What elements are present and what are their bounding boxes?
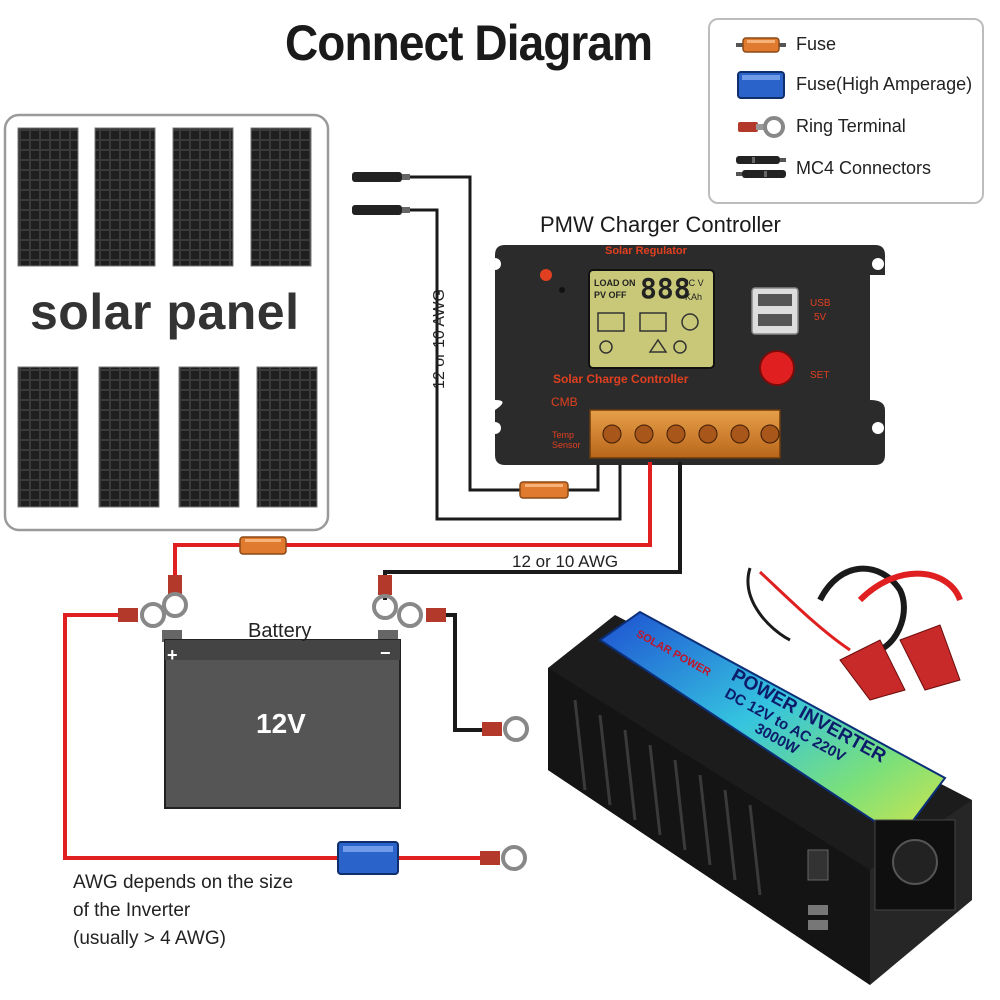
controller-heading: PMW Charger Controller <box>540 212 781 237</box>
legend-item-high-fuse: Fuse(High Amperage) <box>710 68 982 102</box>
legend-item-mc4: MC4 Connectors <box>710 152 982 186</box>
mc4-connector-icon <box>352 172 410 215</box>
set-label: SET <box>810 370 830 381</box>
note-line-3: (usually > 4 AWG) <box>73 928 226 949</box>
note-line-1: AWG depends on the size <box>73 872 294 893</box>
note-line-2: of the Inverter <box>73 900 191 921</box>
legend-label: Ring Terminal <box>796 116 906 136</box>
ring-terminals <box>118 575 529 871</box>
fuse-icon <box>239 536 287 555</box>
legend-item-fuse: Fuse <box>710 28 982 62</box>
ring-terminal-icon <box>372 575 398 620</box>
solar-panel <box>3 113 330 532</box>
ring-terminal-icon <box>482 716 529 742</box>
solar-panel-label: solar panel <box>30 284 300 340</box>
usb-label: USB <box>810 298 831 309</box>
fuse-icon <box>519 481 569 499</box>
lcd-digits: 888 <box>640 272 691 305</box>
pv-wires <box>352 172 622 521</box>
battery <box>162 630 401 809</box>
mc4-connector-icon <box>736 156 786 178</box>
temp-sensor-label: Temp Sensor <box>552 430 581 450</box>
legend-label: Fuse(High Amperage) <box>796 74 973 94</box>
ring-terminal-icon <box>397 602 446 628</box>
ring-terminal-icon <box>162 575 188 618</box>
battery-minus: − <box>380 643 391 663</box>
battery-wires <box>63 462 682 875</box>
power-inverter <box>548 565 972 985</box>
lcd-unit-2: KAh <box>685 292 703 302</box>
high-amperage-fuse-icon <box>337 841 399 875</box>
lcd-unit-1: °C V <box>685 278 704 288</box>
ring-terminal-icon <box>118 602 166 628</box>
usb-volt: 5V <box>814 312 827 323</box>
battery-plus: + <box>167 645 178 665</box>
legend-label: MC4 Connectors <box>796 158 932 178</box>
legend: Fuse Fuse(High Amperage) Ring Terminal <box>708 18 984 204</box>
charge-controller <box>489 245 885 465</box>
legend-label: Fuse <box>796 34 837 54</box>
lcd-pv-label: PV OFF <box>594 290 627 300</box>
controller-name: Solar Charge Controller <box>553 372 689 386</box>
terminal-screws <box>602 424 780 444</box>
high-amperage-fuse-icon <box>737 71 785 99</box>
legend-item-ring-terminal: Ring Terminal <box>710 110 982 144</box>
controller-model: CMB <box>551 395 578 409</box>
battery-voltage: 12V <box>256 708 306 739</box>
diagram-title: Connect Diagram <box>285 15 653 71</box>
fuse-icon <box>736 37 786 53</box>
ring-terminal-icon <box>738 116 785 138</box>
awg-label-vertical: 12 or 10 AWG <box>430 289 448 389</box>
ring-terminal-icon <box>480 845 527 871</box>
lcd-load-label: LOAD ON <box>594 278 636 288</box>
controller-brand: Solar Regulator <box>605 245 687 257</box>
awg-label-horizontal: 12 or 10 AWG <box>512 552 619 571</box>
battery-label: Battery <box>248 620 312 642</box>
